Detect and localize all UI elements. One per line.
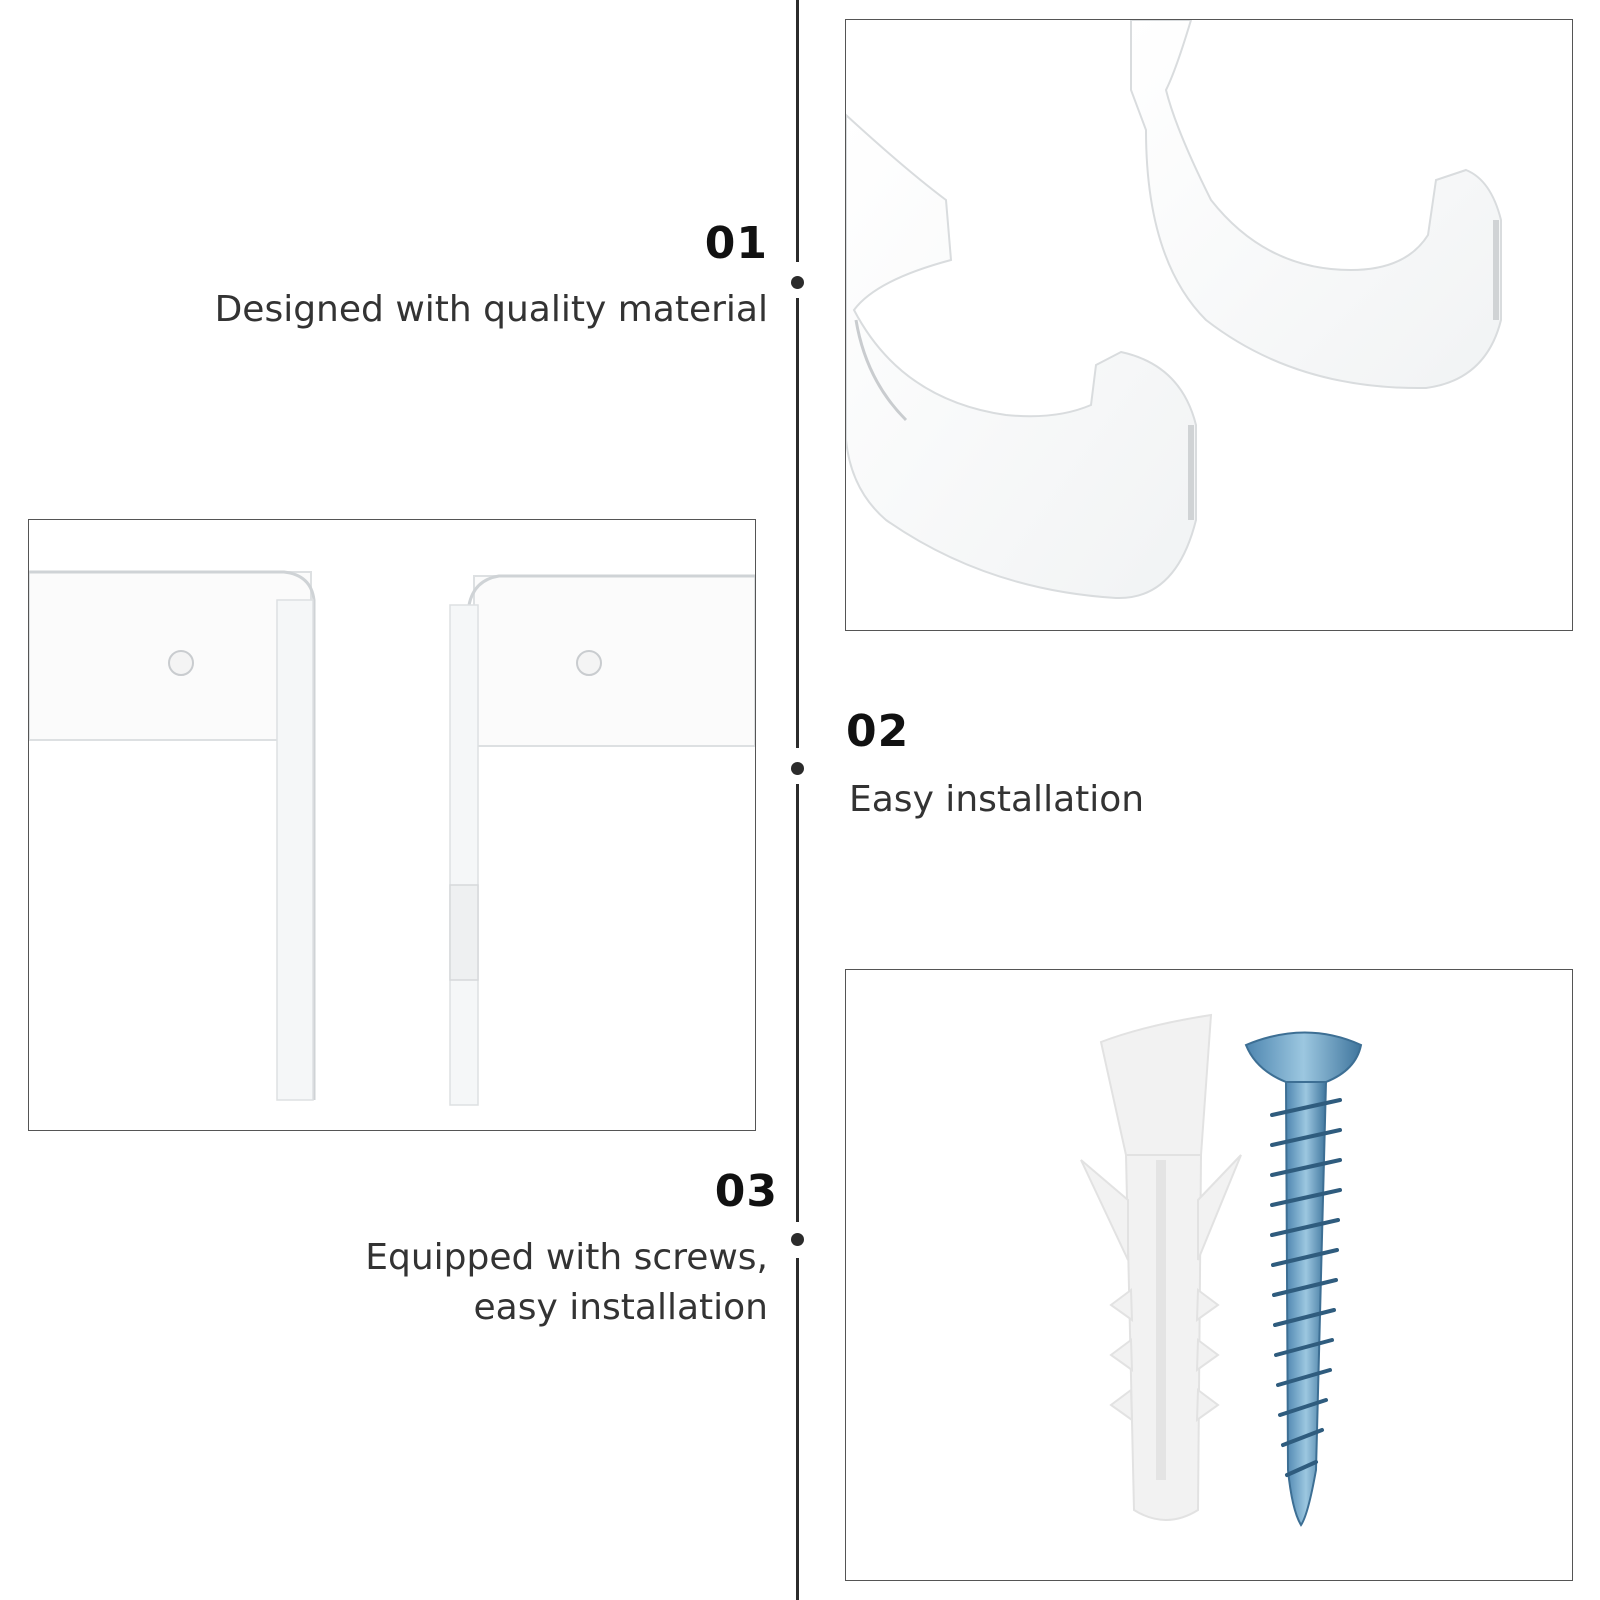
feature-number-03: 03 — [714, 1166, 778, 1217]
feature-text-03-line1: Equipped with screws, — [365, 1237, 768, 1278]
acrylic-hooks-photo — [845, 19, 1573, 631]
feature-number-01: 01 — [704, 218, 768, 269]
feature-text-02: Easy installation — [849, 779, 1145, 820]
screw-and-anchor-photo — [845, 969, 1573, 1581]
feature-text-01: Designed with quality material — [214, 289, 768, 330]
timeline-dot-02 — [791, 762, 804, 775]
acrylic-hooks-icon — [846, 20, 1502, 600]
feature-text-03: Equipped with screws, easy installation — [160, 1233, 768, 1334]
acrylic-brackets-photo — [28, 519, 756, 1131]
feature-number-02: 02 — [846, 706, 910, 757]
timeline-dot-01 — [791, 276, 804, 289]
timeline-dot-03 — [791, 1233, 804, 1246]
feature-text-03-line2: easy installation — [473, 1287, 769, 1329]
screw-and-anchor-icon — [1080, 1013, 1363, 1527]
timeline-line — [796, 0, 799, 1600]
acrylic-brackets-icon — [29, 570, 755, 1106]
